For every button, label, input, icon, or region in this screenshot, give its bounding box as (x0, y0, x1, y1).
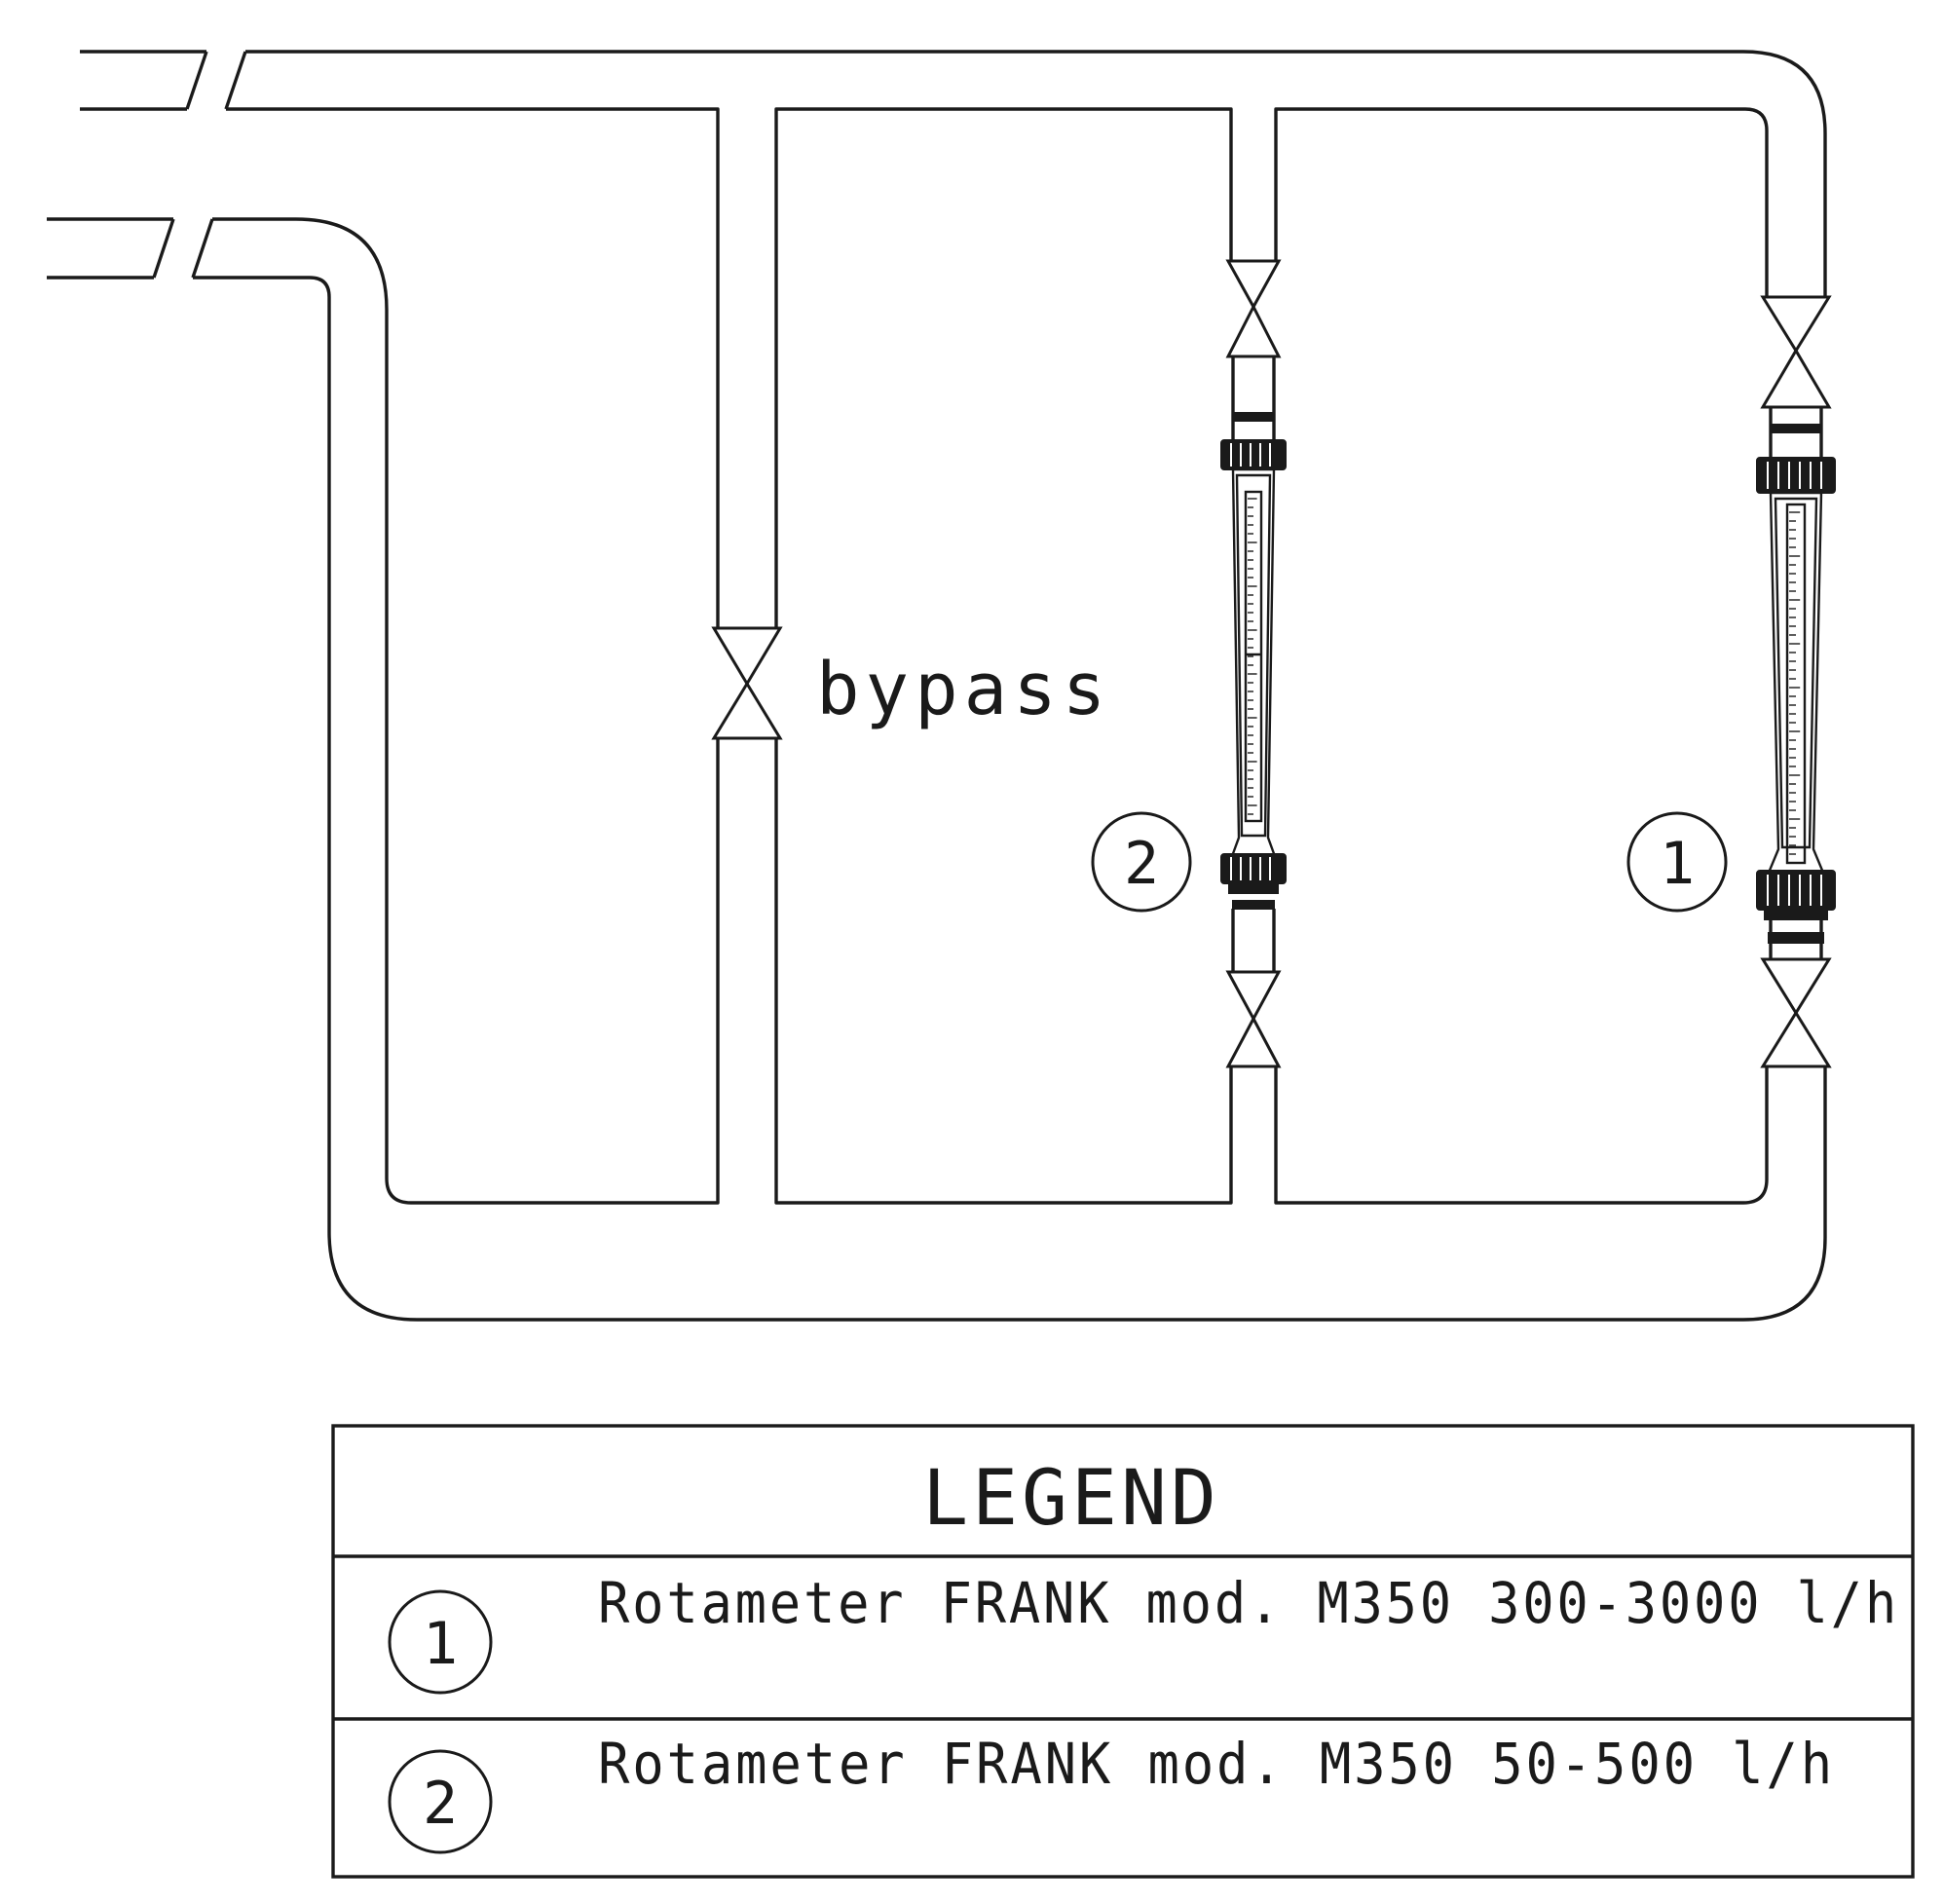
rotameter-1-callout: 1 (1626, 811, 1728, 913)
legend-row-1: 1 Rotameter FRANK mod. M350 300-3000 l/h (388, 1570, 1899, 1695)
legend-row-2-text: Rotameter FRANK mod. M350 50-500 l/h (598, 1731, 1835, 1797)
bypass-label: bypass (816, 648, 1111, 731)
return-pipe-break-mark (152, 218, 214, 279)
rotameter-2-top-valve-icon (1225, 259, 1282, 358)
legend-row-1-number: 1 (423, 1610, 458, 1678)
rotameter-1-branch (1756, 295, 1836, 1068)
legend-row-1-text: Rotameter FRANK mod. M350 300-3000 l/h (598, 1570, 1899, 1636)
supply-pipe-break-mark (185, 51, 247, 110)
legend-row-2: 2 Rotameter FRANK mod. M350 50-500 l/h (388, 1731, 1835, 1854)
supply-pipe-outer-wall (80, 50, 1827, 297)
supply-pipe-inner-wall (80, 107, 1769, 628)
svg-text:2: 2 (1124, 830, 1159, 898)
svg-text:1: 1 (1660, 830, 1695, 898)
legend-table: LEGEND 1 Rotameter FRANK mod. M350 300-3… (331, 1424, 1915, 1879)
rotameter-1-top-valve-icon (1760, 295, 1832, 409)
legend-row-2-number: 2 (423, 1770, 458, 1838)
rotameter-2-bottom-valve-icon (1225, 970, 1282, 1068)
rotameter-2-callout: 2 (1091, 811, 1192, 913)
rotameter-2-branch (1220, 259, 1287, 1068)
rotameter-2-scale (1244, 490, 1263, 823)
bypass-valve-icon (711, 626, 783, 740)
rotameter-1-bottom-valve-icon (1760, 957, 1832, 1068)
legend-title: LEGEND (922, 1455, 1220, 1543)
rotameter-1-scale (1785, 503, 1807, 865)
return-pipe-inner-wall (47, 276, 1827, 1322)
return-pipe-outer-wall (47, 217, 1769, 1205)
